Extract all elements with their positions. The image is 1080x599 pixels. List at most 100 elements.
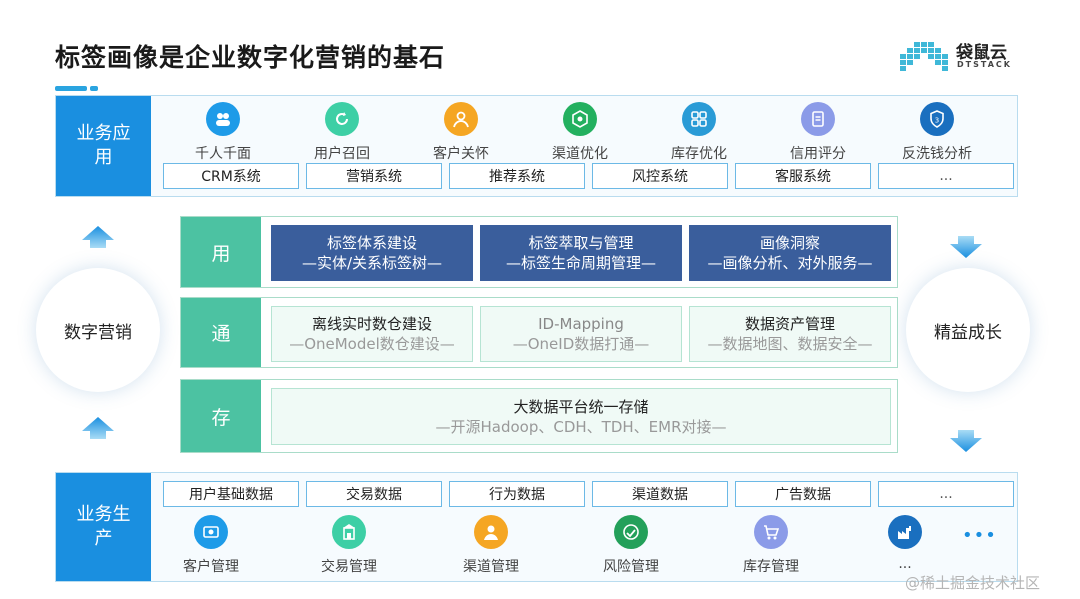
prod-item: ...: [850, 515, 960, 572]
layer-connect-label: 通: [181, 298, 261, 367]
layer-use-label: 用: [181, 217, 261, 287]
prod-label: ...: [898, 556, 912, 572]
box-title: 离线实时数仓建设: [311, 315, 432, 333]
app-item: 信用评分: [763, 102, 873, 163]
title-accent-dot: [90, 86, 98, 91]
svg-text:3: 3: [935, 117, 939, 125]
person-icon: [474, 515, 508, 549]
business-production-band: 业务生产 用户基础数据 交易数据 行为数据 渠道数据 广告数据 ... 客户管理…: [55, 472, 1018, 582]
id-mapping-box: ID-Mapping —OneID数据打通—: [480, 306, 682, 362]
tag-extraction-box: 标签萃取与管理 —标签生命周期管理—: [480, 225, 682, 281]
prod-label: 渠道管理: [463, 559, 519, 575]
app-label: 用户召回: [314, 146, 370, 162]
logo-name: 袋鼠云: [956, 43, 1007, 63]
tag-system-box: 标签体系建设 —实体/关系标签树—: [271, 225, 473, 281]
system-recommend: 推荐系统: [449, 163, 585, 189]
app-label: 千人千面: [195, 146, 251, 162]
systems-row: CRM系统 营销系统 推荐系统 风控系统 客服系统 ...: [163, 163, 1014, 189]
risk-icon: [614, 515, 648, 549]
layer-store-label: 存: [181, 380, 261, 452]
prod-item: 客户管理: [156, 515, 266, 576]
prod-item: 风险管理: [576, 515, 686, 576]
app-label: 库存优化: [671, 146, 727, 162]
business-apps-label: 业务应用: [56, 96, 151, 196]
page-title: 标签画像是企业数字化营销的基石: [55, 43, 446, 72]
box-subtitle: —画像分析、对外服务—: [707, 254, 873, 272]
app-item: 千人千面: [168, 102, 278, 163]
system-risk: 风控系统: [592, 163, 728, 189]
lean-growth-circle: 精益成长: [906, 268, 1030, 392]
logo-subtitle: DTSTACK: [957, 60, 1012, 69]
box-title: 数据资产管理: [744, 315, 835, 333]
more-dots: •••: [962, 525, 997, 546]
data-asset-box: 数据资产管理 —数据地图、数据安全—: [689, 306, 891, 362]
people-icon: [206, 102, 240, 136]
app-label: 反洗钱分析: [902, 146, 972, 162]
box-title: 标签萃取与管理: [528, 234, 634, 252]
prod-item: 渠道管理: [436, 515, 546, 576]
cloud-logo-icon: [900, 42, 948, 71]
arrow-up-icon: [82, 417, 114, 439]
portrait-insight-box: 画像洞察 —画像分析、对外服务—: [689, 225, 891, 281]
title-accent-bar: [55, 86, 87, 91]
storage-box: 大数据平台统一存储 —开源Hadoop、CDH、TDH、EMR对接—: [271, 388, 891, 445]
app-label: 信用评分: [790, 146, 846, 162]
grid-icon: [682, 102, 716, 136]
id-card-icon: [194, 515, 228, 549]
data-types-row: 用户基础数据 交易数据 行为数据 渠道数据 广告数据 ...: [163, 481, 1014, 507]
prod-item: 交易管理: [294, 515, 404, 576]
data-behavior: 行为数据: [449, 481, 585, 507]
arrow-down-icon: [950, 430, 982, 452]
arrow-up-icon: [82, 226, 114, 248]
arrow-down-icon: [950, 236, 982, 258]
cart-icon: [754, 515, 788, 549]
business-production-label: 业务生产: [56, 473, 151, 581]
factory-icon: [888, 515, 922, 549]
box-subtitle: —标签生命周期管理—: [505, 254, 656, 272]
system-marketing: 营销系统: [306, 163, 442, 189]
box-subtitle: —OneModel数仓建设—: [289, 335, 455, 353]
box-subtitle: —OneID数据打通—: [512, 335, 650, 353]
shield-icon: 3: [920, 102, 954, 136]
layer-connect: 通 离线实时数仓建设 —OneModel数仓建设— ID-Mapping —On…: [180, 297, 898, 368]
watermark: @稀土掘金技术社区: [905, 574, 1041, 592]
recall-icon: [325, 102, 359, 136]
box-title: 大数据平台统一存储: [513, 397, 649, 416]
box-title: 画像洞察: [759, 234, 820, 252]
data-channel: 渠道数据: [592, 481, 728, 507]
system-crm: CRM系统: [163, 163, 299, 189]
box-title: 标签体系建设: [326, 234, 417, 252]
layer-store: 存 大数据平台统一存储 —开源Hadoop、CDH、TDH、EMR对接—: [180, 379, 898, 453]
app-item: 渠道优化: [525, 102, 635, 163]
app-item: 3 反洗钱分析: [882, 102, 992, 163]
app-item: 库存优化: [644, 102, 754, 163]
data-more: ...: [878, 481, 1014, 507]
prod-label: 客户管理: [183, 559, 239, 575]
app-item: 用户召回: [287, 102, 397, 163]
prod-label: 风险管理: [603, 559, 659, 575]
prod-label: 库存管理: [743, 559, 799, 575]
user-care-icon: [444, 102, 478, 136]
business-apps-band: 业务应用 千人千面 用户召回 客户关怀 渠道优化: [55, 95, 1018, 197]
warehouse-box: 离线实时数仓建设 —OneModel数仓建设—: [271, 306, 473, 362]
app-item: 客户关怀: [406, 102, 516, 163]
data-advertising: 广告数据: [735, 481, 871, 507]
system-more: ...: [878, 163, 1014, 189]
building-icon: [332, 515, 366, 549]
box-subtitle: —开源Hadoop、CDH、TDH、EMR对接—: [435, 417, 727, 436]
data-transaction: 交易数据: [306, 481, 442, 507]
network-icon: [563, 102, 597, 136]
layer-use: 用 标签体系建设 —实体/关系标签树— 标签萃取与管理 —标签生命周期管理— 画…: [180, 216, 898, 288]
box-subtitle: —数据地图、数据安全—: [707, 335, 873, 353]
app-label: 客户关怀: [433, 146, 489, 162]
prod-item: 库存管理: [716, 515, 826, 576]
company-logo: 袋鼠云 DTSTACK: [900, 38, 1030, 74]
app-label: 渠道优化: [552, 146, 608, 162]
document-icon: [801, 102, 835, 136]
system-service: 客服系统: [735, 163, 871, 189]
digital-marketing-circle: 数字营销: [36, 268, 160, 392]
box-title: ID-Mapping: [538, 315, 624, 333]
box-subtitle: —实体/关系标签树—: [301, 254, 443, 272]
prod-label: 交易管理: [321, 559, 377, 575]
data-user-basic: 用户基础数据: [163, 481, 299, 507]
